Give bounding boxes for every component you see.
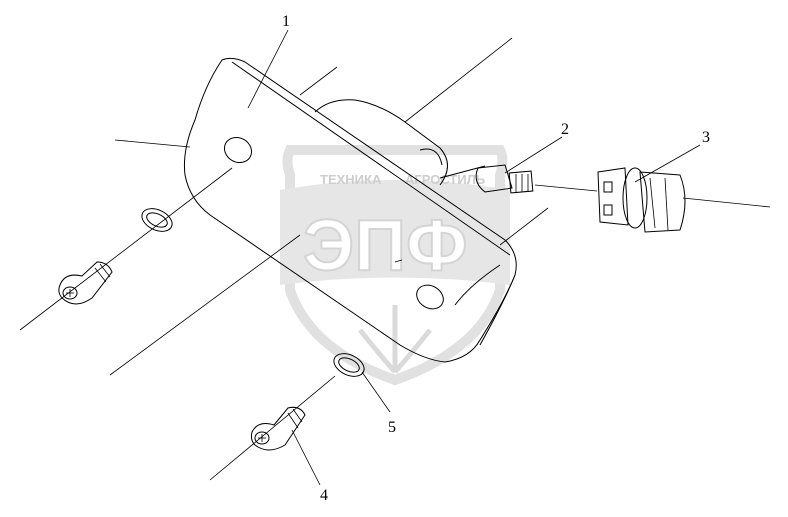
watermark-top-text: ТЕХНИКА	[320, 172, 382, 187]
socket-tab	[603, 181, 613, 193]
callout-3: 3	[702, 129, 710, 146]
leader-4	[291, 429, 321, 486]
leader-1	[247, 29, 289, 109]
lamp-socket	[597, 167, 686, 233]
plug-body	[475, 164, 513, 193]
watermark-main-text: ЭПФ	[303, 206, 467, 286]
screw-upper	[58, 261, 113, 305]
plug-connector	[508, 170, 534, 194]
callout-1: 1	[282, 13, 290, 30]
socket-ring	[622, 167, 648, 229]
housing-top-edge	[314, 99, 448, 186]
callout-5: 5	[388, 419, 396, 436]
sensor-plug	[439, 164, 534, 194]
watermark-emblem: ТЕХНИКА АГРОСТИЛЬ ЭПФ	[280, 145, 510, 386]
mounting-hole-lower	[416, 284, 444, 310]
washer-lower	[333, 353, 365, 377]
mounting-hole-upper	[223, 136, 253, 164]
watermark-shield-outline	[282, 145, 508, 386]
wheat-icon	[358, 305, 432, 374]
mounting-plate	[184, 57, 517, 363]
callout-4: 4	[320, 487, 328, 504]
leader-2	[504, 136, 563, 174]
watermark-top-text-right: АГРОСТИЛЬ	[405, 172, 485, 187]
bracket-housing	[184, 57, 517, 363]
socket-body	[639, 171, 686, 233]
plate-edge	[231, 61, 511, 256]
socket-tab-lower	[603, 204, 613, 216]
leader-5	[361, 371, 391, 413]
housing-right-end	[454, 264, 516, 346]
socket-flange	[597, 167, 629, 226]
screw-lower	[250, 406, 306, 451]
callout-2: 2	[561, 121, 569, 138]
leader-lines	[247, 29, 701, 486]
washer-upper	[141, 208, 173, 232]
axis-lines	[19, 37, 771, 481]
housing-curve	[419, 148, 443, 166]
leader-3	[634, 144, 701, 183]
watermark-band	[280, 180, 510, 285]
